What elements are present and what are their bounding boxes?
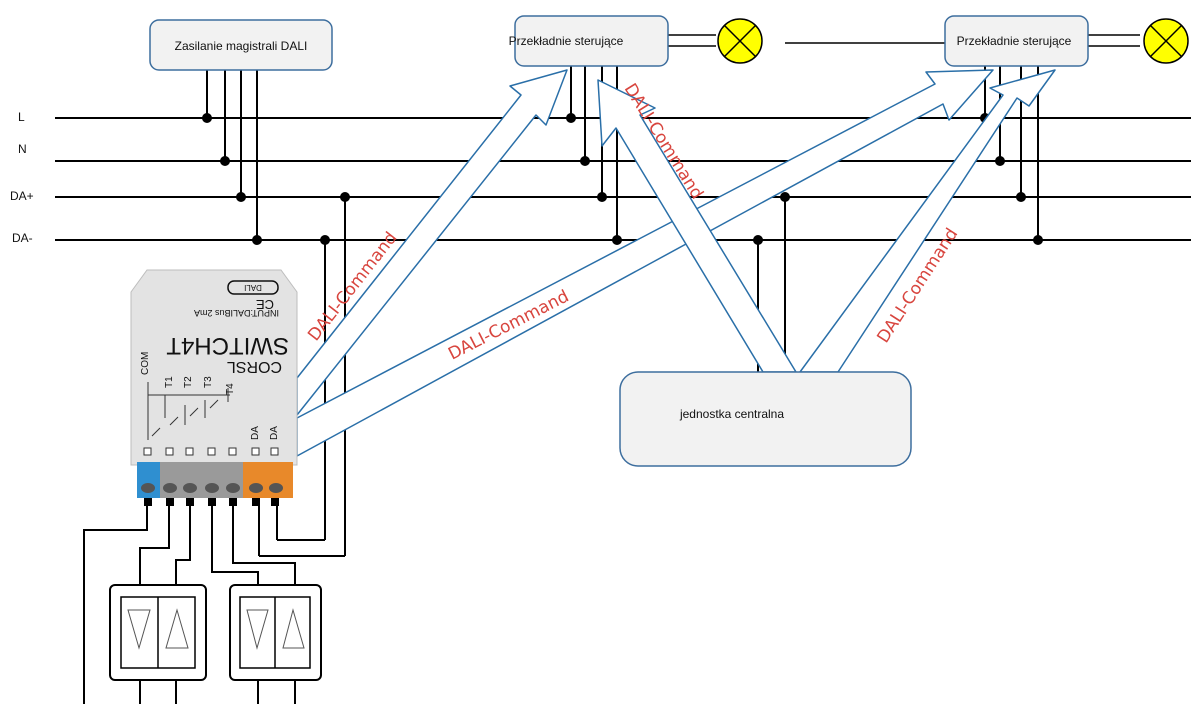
- driver-box-2: Przekładnie sterujące: [944, 15, 1089, 67]
- power-supply-box: Zasilanie magistrali DALI: [149, 19, 333, 71]
- central-unit-box: jednostka centralna: [619, 371, 912, 467]
- command-arrows: [296, 69, 1056, 457]
- input-spec: INPUT:DALIBus 2mA: [194, 308, 279, 318]
- arrow-device-to-driver-1: [296, 69, 568, 416]
- dali-logo: DALI: [227, 280, 279, 295]
- bus-label-l: L: [18, 110, 25, 124]
- terminal-label-da-2: DA: [269, 426, 280, 440]
- terminal-pins: [144, 498, 279, 506]
- terminal-label-com: COM: [140, 352, 151, 375]
- switch-icon: [109, 584, 207, 681]
- driver-1-label: Przekładnie sterujące: [509, 34, 624, 48]
- bus-label-da-minus: DA-: [12, 231, 33, 245]
- arrow-central-to-driver-2: [799, 69, 1056, 373]
- terminal-label-da-1: DA: [250, 426, 261, 440]
- terminal-screws: [141, 483, 283, 493]
- lamp-icon: [717, 18, 763, 64]
- brand-name: CORSL: [227, 358, 282, 375]
- terminal-label-t2: T2: [183, 376, 194, 388]
- driver-box-1: Przekładnie sterujące: [509, 15, 669, 67]
- switch-schematic: [147, 382, 230, 440]
- dali-logo-text: DALI: [244, 283, 262, 292]
- button-wires: [83, 506, 296, 704]
- central-unit-label: jednostka centralna: [679, 407, 784, 421]
- terminal-squares: [143, 447, 279, 456]
- junction-dots: [202, 113, 1043, 245]
- lamp-links: [668, 34, 1140, 47]
- device-da-wires: [258, 197, 346, 557]
- switch-module: CE INPUT:DALIBus 2mA SWITCH4T CORSL DALI…: [130, 269, 298, 506]
- terminal-block-da: [243, 462, 293, 498]
- terminal-label-t4: T4: [225, 383, 236, 395]
- terminal-label-t3: T3: [203, 376, 214, 388]
- model-name: SWITCH4T: [166, 332, 289, 359]
- arrow-central-to-driver-1: [597, 79, 797, 373]
- command-label: DALI-Command: [445, 287, 572, 365]
- bus-label-n: N: [18, 142, 27, 156]
- lamp-icon: [1143, 18, 1189, 64]
- terminal-label-t1: T1: [164, 376, 175, 388]
- ce-mark: CE: [256, 297, 274, 312]
- power-supply-wires: [206, 70, 258, 240]
- switch-icon: [229, 584, 322, 681]
- arrow-device-to-driver-2: [296, 69, 994, 457]
- power-supply-label: Zasilanie magistrali DALI: [175, 39, 308, 53]
- bus-label-da-plus: DA+: [10, 189, 34, 203]
- driver-2-label: Przekładnie sterujące: [957, 34, 1072, 48]
- device-label-group: CE INPUT:DALIBus 2mA SWITCH4T CORSL: [166, 297, 289, 375]
